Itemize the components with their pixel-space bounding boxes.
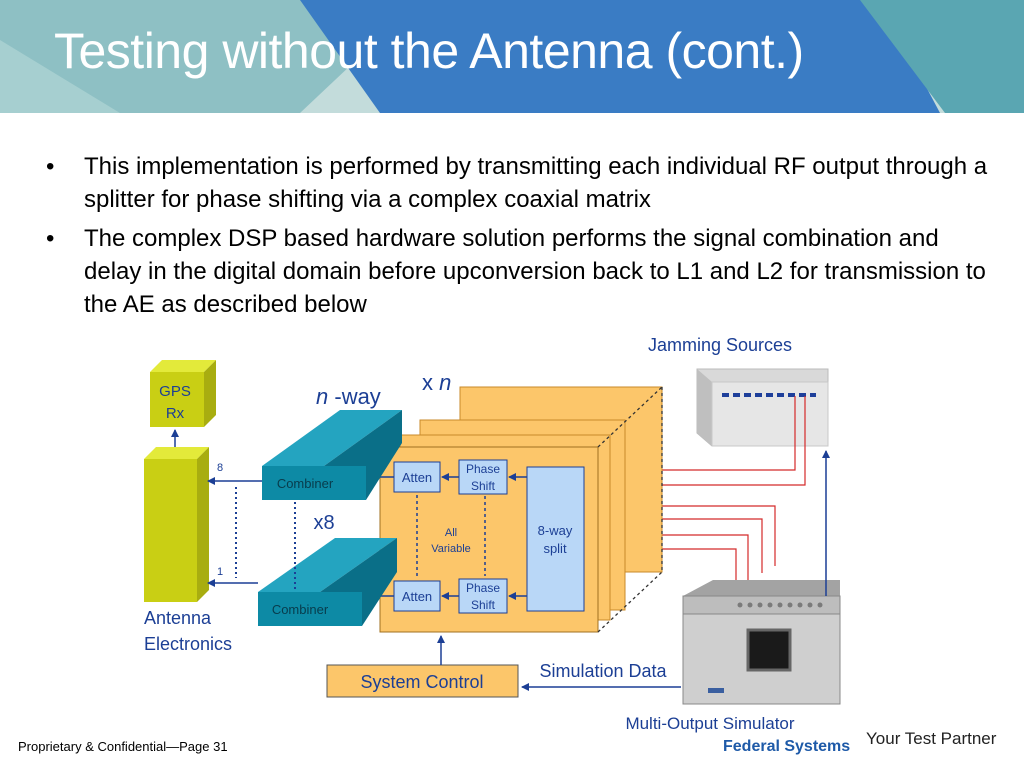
phase-shift-top: Phase Shift bbox=[458, 459, 508, 495]
pin-1-label: 1 bbox=[217, 566, 223, 578]
bullet-text: The complex DSP based hardware solution … bbox=[84, 225, 986, 318]
n-way-text: -way bbox=[328, 384, 381, 409]
x-n-prefix: x bbox=[422, 370, 439, 395]
jamming-sources-label: Jamming Sources bbox=[648, 335, 792, 355]
phase-shift-top-line2: Shift bbox=[471, 479, 496, 493]
phase-shift-top-line1: Phase bbox=[466, 462, 500, 476]
combiner-top: Combiner bbox=[262, 410, 402, 500]
bullet-text: This implementation is performed by tran… bbox=[84, 153, 988, 213]
n-way-n: n bbox=[316, 384, 328, 409]
atten-bottom: Atten bbox=[393, 580, 441, 612]
system-control-label: System Control bbox=[360, 672, 483, 692]
brand-division: Federal Systems bbox=[723, 738, 851, 755]
gps-rx-line1: GPS bbox=[159, 383, 191, 400]
combiner-to-ae-arrows bbox=[207, 477, 262, 587]
bullet-dot-icon: • bbox=[46, 153, 55, 180]
atten-bottom-label: Atten bbox=[402, 589, 432, 604]
simulation-data-label: Simulation Data bbox=[539, 661, 667, 681]
jamming-sources-device bbox=[696, 368, 829, 447]
x8-label: x8 bbox=[313, 512, 334, 534]
bullet-item: • The complex DSP based hardware solution… bbox=[40, 222, 1000, 321]
bullet-item: • This implementation is performed by tra… bbox=[40, 150, 1000, 216]
phase-shift-bottom: Phase Shift bbox=[458, 578, 508, 614]
combiner-bottom: Combiner bbox=[258, 538, 397, 626]
row-ellipsis-lines bbox=[416, 495, 486, 578]
n-way-label: n -way bbox=[316, 384, 381, 409]
x-n-label: x n bbox=[422, 370, 451, 395]
gps-rx-line2: Rx bbox=[166, 405, 185, 422]
slide-title: Testing without the Antenna (cont.) bbox=[54, 23, 804, 79]
combiner-top-label: Combiner bbox=[277, 476, 334, 491]
antenna-electronics-box bbox=[144, 447, 209, 602]
splitter-line1: 8-way bbox=[538, 523, 573, 538]
splitter-line2: split bbox=[543, 541, 567, 556]
footer-page-info: Proprietary & Confidential—Page 31 bbox=[18, 739, 228, 754]
all-variable-line2: Variable bbox=[431, 543, 471, 555]
multi-output-simulator-label: Multi-Output Simulator bbox=[625, 714, 794, 733]
system-control-box: System Control bbox=[326, 664, 519, 698]
brand-tagline: Your Test Partner bbox=[866, 729, 997, 748]
eight-way-splitter: 8-way split bbox=[526, 466, 585, 612]
gps-rx-box: GPS Rx bbox=[150, 360, 216, 427]
atten-top: Atten bbox=[393, 461, 441, 493]
phase-shift-bottom-line1: Phase bbox=[466, 581, 500, 595]
x-n-n: n bbox=[439, 370, 451, 395]
antenna-electronics-line1: Antenna bbox=[144, 608, 212, 628]
multi-output-simulator-device bbox=[682, 580, 841, 705]
antenna-electronics-line2: Electronics bbox=[144, 634, 232, 654]
pin-8-label: 8 bbox=[217, 462, 223, 474]
all-variable-line1: All bbox=[445, 527, 457, 539]
phase-shift-bottom-line2: Shift bbox=[471, 598, 496, 612]
combiner-bottom-label: Combiner bbox=[272, 602, 329, 617]
header-banner bbox=[0, 0, 1024, 113]
bullet-dot-icon: • bbox=[46, 225, 55, 252]
bullet-list: • This implementation is performed by tra… bbox=[40, 150, 1000, 327]
atten-top-label: Atten bbox=[402, 470, 432, 485]
